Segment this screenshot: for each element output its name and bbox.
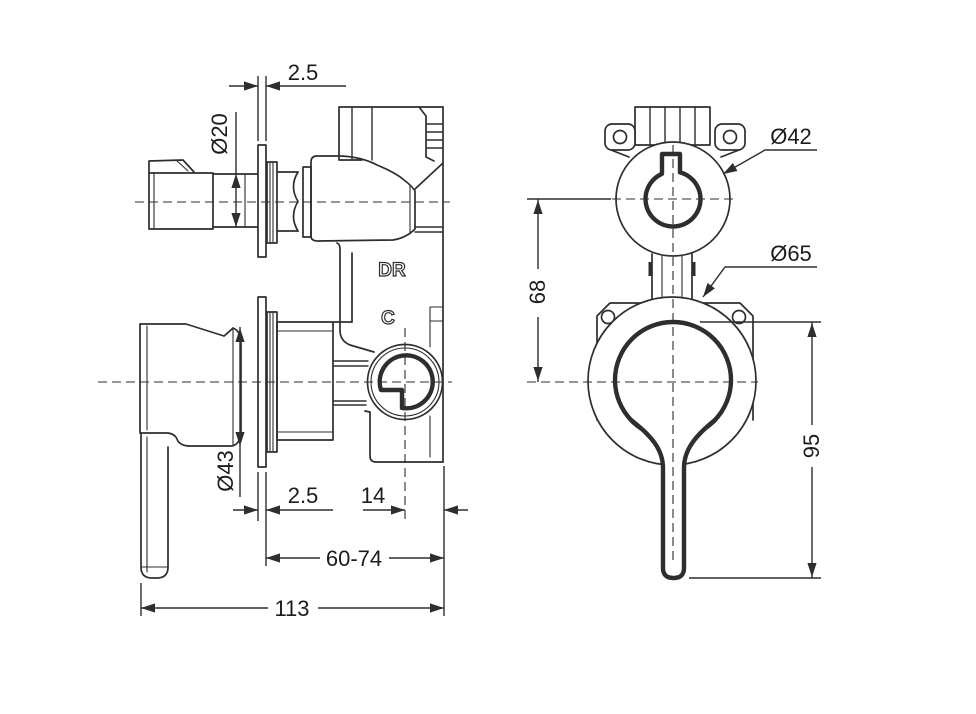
svg-text:2.5: 2.5	[288, 60, 319, 85]
svg-text:Ø43: Ø43	[213, 450, 238, 492]
mounting-bracket	[604, 106, 746, 158]
bracket-ear-right	[714, 123, 746, 151]
plate-hole-right	[731, 309, 747, 325]
svg-text:Ø65: Ø65	[770, 241, 812, 266]
front-view	[527, 106, 758, 581]
port-label-c: C	[381, 308, 395, 329]
svg-text:2.5: 2.5	[288, 483, 319, 508]
dim-wall-plate-thickness-bottom: 2.5	[233, 472, 333, 566]
svg-text:113: 113	[274, 596, 309, 621]
screw-hole-right	[722, 129, 738, 145]
dim-overall-depth: 113	[140, 583, 444, 621]
screw-hole-left	[612, 129, 628, 145]
connecting-neck	[648, 253, 696, 302]
port-label-dr: DR	[378, 260, 406, 281]
svg-text:14: 14	[361, 483, 385, 508]
diverter-knob	[148, 159, 258, 230]
svg-text:95: 95	[799, 434, 824, 458]
svg-text:Ø42: Ø42	[770, 124, 812, 149]
diverter-wall-plate	[257, 144, 312, 258]
dim-diverter-trim-diameter: Ø42	[720, 124, 817, 178]
dim-mixer-trim-diameter: Ø43	[213, 327, 245, 497]
dim-vertical-centres: 68	[525, 198, 611, 382]
svg-text:68: 68	[525, 280, 550, 304]
valve-body-top	[338, 106, 444, 162]
mixer-handle	[139, 323, 242, 579]
plate-hole-left	[600, 309, 616, 325]
valve-body-mid	[276, 242, 444, 463]
dim-diverter-knob-diameter: Ø20	[207, 112, 241, 227]
dim-installation-depth-range: 60-74	[266, 546, 444, 571]
valve-body-panel	[429, 106, 444, 463]
svg-text:60-74: 60-74	[326, 546, 382, 571]
side-view: DR C	[98, 106, 452, 579]
valve-cartridge	[310, 155, 444, 242]
bracket-ear-left	[604, 123, 636, 151]
svg-text:Ø20: Ø20	[207, 113, 232, 155]
dim-outlet-offset: 14	[361, 466, 468, 616]
dim-escutcheon-diameter: Ø65	[699, 241, 817, 300]
dim-handle-length: 95	[689, 321, 824, 579]
dim-wall-plate-thickness-top: 2.5	[229, 60, 346, 141]
dimensions: 2.5 Ø20 Ø43 2.5 14	[140, 60, 824, 621]
